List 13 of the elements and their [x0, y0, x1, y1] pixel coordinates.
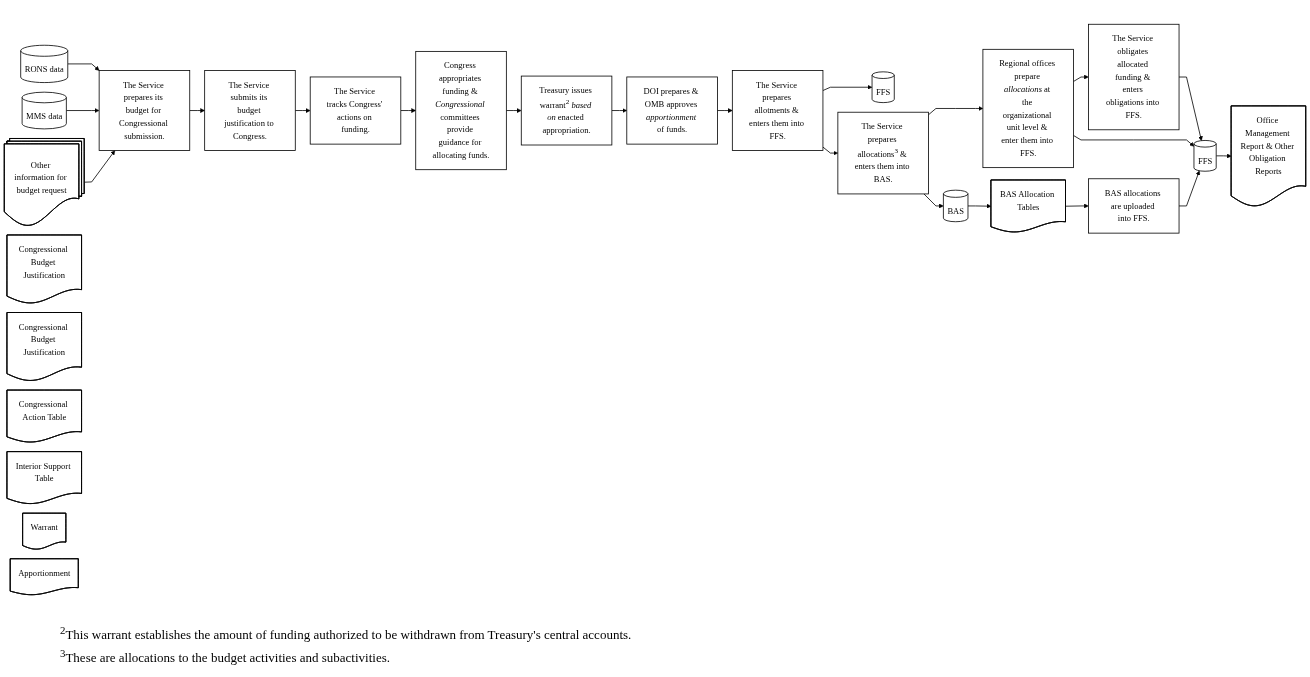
node-box: DOI prepares & OMB approves apportionment of funds.	[626, 76, 718, 145]
node-box: The Service prepares allotments & enters them into FFS.	[731, 70, 824, 152]
node-box: The Service tracks Congress' actions on funding.	[309, 76, 402, 145]
node-box: The Service prepares allocations$^{3}$ & enters them into BAS.	[837, 112, 929, 195]
node-box: Congress appropriates funding & Congressional committees provide guidance for allocating funds.	[415, 51, 507, 171]
node-box: The Service submits its budget justification to Congress.	[204, 70, 296, 152]
node-box: Regional offices prepare allocations at the organizational unit level & enter them into FFS.	[982, 49, 1074, 169]
footnote: $^{3}$These are allocations to the budget activities and subactivities.	[60, 646, 391, 666]
footnote: $^{2}$This warrant establishes the amount of funding authorized to be withdrawn from Treasury's central accounts.	[60, 624, 633, 644]
node-box: The Service obligates allocated funding & enters obligations into FFS.	[1088, 24, 1180, 131]
node-box: Treasury issues warrant$^{2}$ based on enacted appropriation.	[520, 75, 613, 146]
node-box: BAS allocations are uploaded into FFS.	[1088, 178, 1180, 234]
node-box: The Service prepares its budget for Congressional submission.	[98, 70, 191, 152]
